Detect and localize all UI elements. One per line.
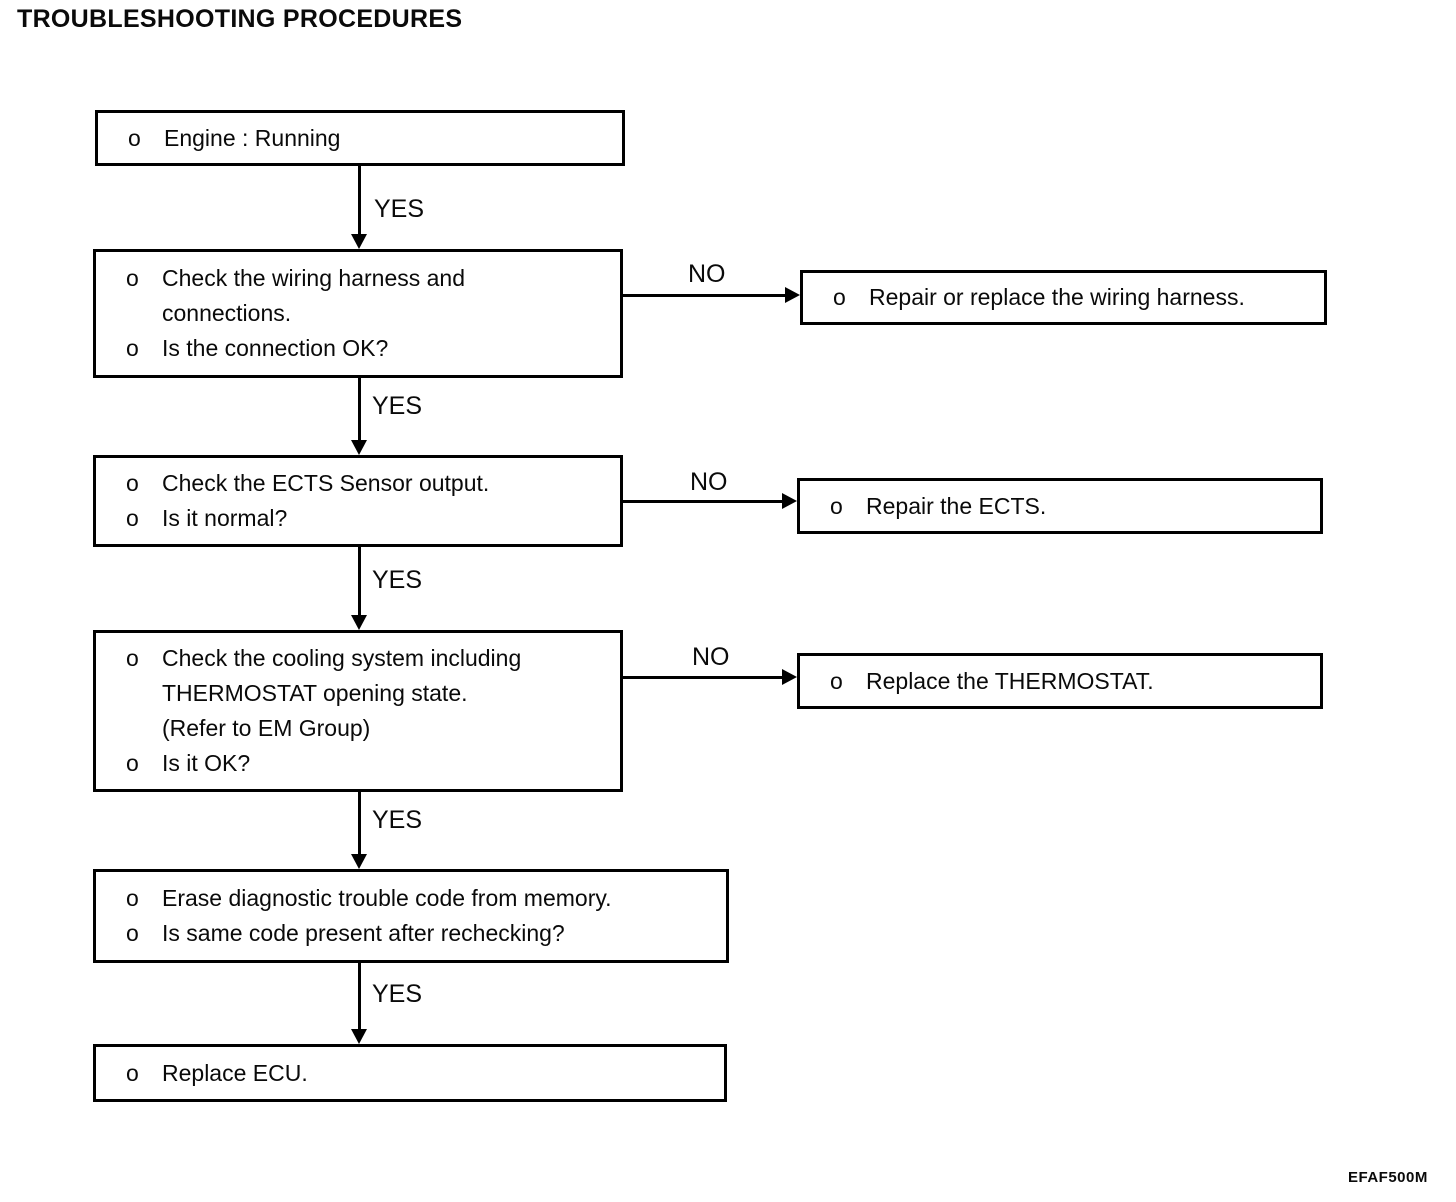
action-box-repair-wiring-harness: o Repair or replace the wiring harness. (800, 270, 1327, 325)
no-label-2: NO (690, 468, 728, 496)
page-title: TROUBLESHOOTING PROCEDURES (17, 5, 463, 33)
arrow-down-cooling-to-erase (351, 792, 367, 869)
bullet-marker: o (126, 505, 139, 531)
yes-label-2: YES (372, 392, 423, 420)
box-line-text: Repair or replace the wiring harness. (869, 284, 1245, 310)
box-line-text: Check the wiring harness and (162, 265, 465, 291)
bullet-spacer (126, 296, 162, 331)
bullet-marker: o (128, 124, 141, 151)
box-line: o Erase diagnostic trouble code from memo… (126, 881, 718, 916)
arrow-down-ects-to-cooling (351, 547, 367, 630)
no-label-1: NO (688, 260, 726, 288)
bullet-marker: o (126, 265, 139, 291)
bullet-marker: o (126, 750, 139, 776)
box-line-text: Check the ECTS Sensor output. (162, 470, 490, 496)
box-line-text: (Refer to EM Group) (162, 715, 371, 741)
box-line-text: Is it normal? (162, 505, 288, 531)
yes-label-1: YES (374, 195, 425, 223)
box-line-text: Replace the THERMOSTAT. (866, 667, 1154, 694)
box-line: o Replace ECU. (126, 1056, 716, 1091)
figure-code: EFAF500M (1348, 1169, 1428, 1186)
bullet-marker: o (126, 645, 139, 671)
box-line-text: Repair the ECTS. (866, 492, 1047, 519)
bullet-marker: o (126, 1059, 139, 1086)
box-line-text: Replace ECU. (162, 1059, 308, 1086)
bullet-marker: o (126, 920, 139, 946)
box-line-text: Is same code present after rechecking? (162, 920, 565, 946)
arrow-down-engine-to-wiring (351, 166, 367, 249)
box-line: connections. (126, 296, 612, 331)
box-line: o Is the connection OK? (126, 331, 612, 366)
box-line: o Is it normal? (126, 501, 612, 536)
box-line-text: Engine : Running (164, 124, 341, 151)
box-line: o Check the wiring harness and (126, 261, 612, 296)
arrow-down-wiring-to-ects (351, 378, 367, 455)
box-line: o Engine : Running (128, 121, 614, 156)
box-line: o Check the cooling system including (126, 641, 612, 676)
bullet-spacer (126, 711, 162, 746)
box-line: o Replace the THERMOSTAT. (830, 664, 1312, 699)
step-box-check-ects-sensor: o Check the ECTS Sensor output. o Is it nor… (93, 455, 623, 547)
step-box-erase-diagnostic-code: o Erase diagnostic trouble code from memo… (93, 869, 729, 963)
box-line-text: THERMOSTAT opening state. (162, 680, 468, 706)
box-line: o Check the ECTS Sensor output. (126, 466, 612, 501)
step-box-replace-ecu: o Replace ECU. (93, 1044, 727, 1102)
box-line-text: Check the cooling system including (162, 645, 522, 671)
box-line-text: connections. (162, 300, 292, 326)
action-box-repair-ects: o Repair the ECTS. (797, 478, 1323, 534)
bullet-marker: o (830, 667, 843, 694)
box-line: (Refer to EM Group) (126, 711, 612, 746)
arrow-right-cooling-no (623, 669, 797, 685)
box-line-text: Is the connection OK? (162, 335, 389, 361)
box-line: o Is it OK? (126, 746, 612, 781)
yes-label-5: YES (372, 980, 423, 1008)
no-label-3: NO (692, 643, 730, 671)
box-line: o Is same code present after rechecking? (126, 916, 718, 951)
yes-label-4: YES (372, 806, 423, 834)
arrow-right-wiring-no (623, 287, 800, 303)
step-box-check-wiring-harness: o Check the wiring harness and connections… (93, 249, 623, 378)
arrow-right-ects-no (623, 493, 797, 509)
box-line-text: Erase diagnostic trouble code from memor… (162, 885, 612, 911)
yes-label-3: YES (372, 566, 423, 594)
box-line: o Repair the ECTS. (830, 489, 1312, 524)
box-line: o Repair or replace the wiring harness. (833, 280, 1316, 315)
action-box-replace-thermostat: o Replace the THERMOSTAT. (797, 653, 1323, 709)
bullet-marker: o (126, 470, 139, 496)
bullet-marker: o (833, 284, 846, 310)
box-line-text: Is it OK? (162, 750, 251, 776)
bullet-marker: o (830, 492, 843, 519)
box-line: THERMOSTAT opening state. (126, 676, 612, 711)
step-box-engine-running: o Engine : Running (95, 110, 625, 166)
bullet-spacer (126, 676, 162, 711)
bullet-marker: o (126, 885, 139, 911)
arrow-down-erase-to-ecu (351, 963, 367, 1044)
bullet-marker: o (126, 335, 139, 361)
